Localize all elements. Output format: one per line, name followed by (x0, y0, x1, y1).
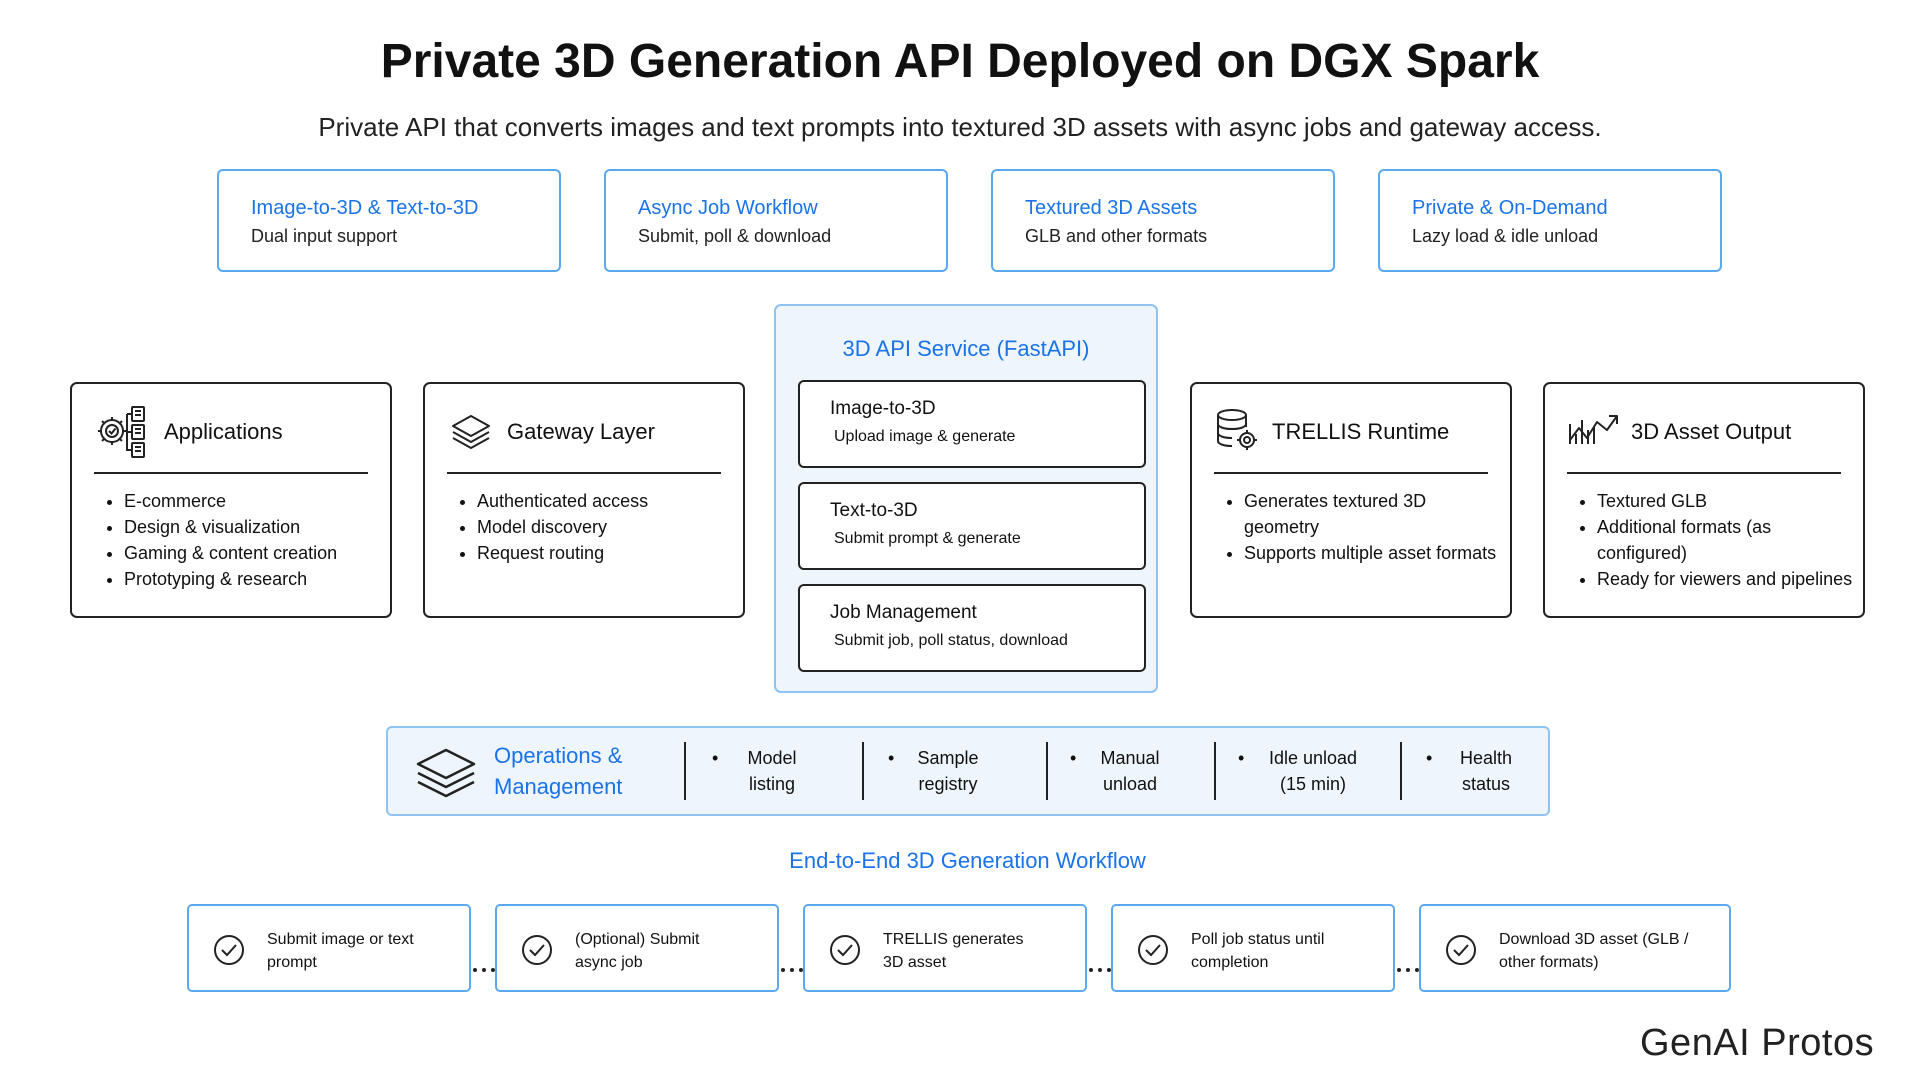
workflow-step: (Optional) Submit async job (495, 904, 779, 992)
settings-documents-icon (94, 401, 152, 464)
bullet-list: Textured GLB Additional formats (as conf… (1571, 488, 1887, 592)
service-box-title: Image-to-3D (830, 398, 936, 419)
workflow-step: Poll job status until completion (1111, 904, 1395, 992)
card-header: TRELLIS Runtime (1214, 402, 1449, 462)
genai-protos-logo: GenAI Protos (1640, 1022, 1875, 1064)
card-title: Applications (164, 419, 283, 444)
divider (94, 472, 368, 474)
feature-card: Textured 3D Assets GLB and other formats (991, 169, 1335, 272)
workflow-step: Download 3D asset (GLB / other formats) (1419, 904, 1731, 992)
page-title: Private 3D Generation API Deployed on DG… (380, 35, 1540, 88)
workflow-step: TRELLIS generates 3D asset (803, 904, 1087, 992)
feature-desc: Lazy load & idle unload (1412, 226, 1599, 246)
step-label: Poll job status until completion (1191, 931, 1325, 971)
connector (473, 968, 495, 974)
divider (1214, 472, 1488, 474)
divider (447, 472, 721, 474)
list-item: Ready for viewers and pipelines (1597, 566, 1887, 592)
layers-icon (447, 406, 495, 459)
page-subtitle: Private API that converts images and tex… (318, 112, 1602, 142)
service-title: 3D API Service (FastAPI) (842, 336, 1090, 361)
service-box-title: Job Management (830, 602, 977, 623)
divider (1214, 742, 1216, 800)
operations-item: • Manual unload (1070, 748, 1160, 794)
check-circle-icon (521, 934, 553, 971)
operations-item: • Idle unload (15 min) (1238, 748, 1358, 794)
check-circle-icon (1445, 934, 1477, 971)
list-item: Design & visualization (124, 514, 337, 540)
operations-panel: Operations & Management • Model listing … (386, 726, 1550, 816)
list-item: Gaming & content creation (124, 540, 337, 566)
bullet-list: E-commerce Design & visualization Gaming… (98, 488, 337, 592)
feature-card: Async Job Workflow Submit, poll & downlo… (604, 169, 948, 272)
divider (862, 742, 864, 800)
list-item: Request routing (477, 540, 648, 566)
card-header: Gateway Layer (447, 402, 655, 462)
feature-desc: Submit, poll & download (638, 226, 832, 246)
step-label: (Optional) Submit async job (575, 931, 700, 971)
list-item: Textured GLB (1597, 488, 1887, 514)
card-title: Gateway Layer (507, 419, 655, 444)
list-item: Authenticated access (477, 488, 648, 514)
applications-card: Applications E-commerce Design & visuali… (70, 382, 392, 618)
operations-item: • Sample registry (888, 748, 979, 794)
step-label: Download 3D asset (GLB / other formats) (1499, 931, 1689, 971)
operations-item: • Health status (1426, 748, 1513, 794)
workflow-step: Submit image or text prompt (187, 904, 471, 992)
card-title: 3D Asset Output (1631, 419, 1792, 444)
service-box-desc: Submit prompt & generate (834, 530, 1021, 547)
workflow-title: End-to-End 3D Generation Workflow (789, 848, 1146, 873)
layers-icon (414, 746, 478, 807)
list-item: Prototyping & research (124, 566, 337, 592)
list-item: Generates textured 3D geometry (1244, 488, 1454, 540)
service-box-desc: Upload image & generate (834, 428, 1016, 445)
feature-title: Image-to-3D & Text-to-3D (251, 197, 479, 219)
feature-title: Private & On-Demand (1412, 197, 1608, 219)
bullet-list: Generates textured 3D geometry Supports … (1218, 488, 1534, 566)
connector (1397, 968, 1419, 974)
feature-card: Image-to-3D & Text-to-3D Dual input supp… (217, 169, 561, 272)
list-item: Model discovery (477, 514, 648, 540)
feature-card: Private & On-Demand Lazy load & idle unl… (1378, 169, 1722, 272)
connector (781, 968, 803, 974)
card-header: Applications (94, 402, 283, 462)
divider (684, 742, 686, 800)
connector (1089, 968, 1111, 974)
divider (1046, 742, 1048, 800)
check-circle-icon (1137, 934, 1169, 971)
service-box-text-to-3d: Text-to-3D Submit prompt & generate (798, 482, 1146, 570)
service-box-job-management: Job Management Submit job, poll status, … (798, 584, 1146, 672)
operations-title: Operations & Management (494, 743, 623, 799)
divider (1400, 742, 1402, 800)
trend-chart-icon (1567, 410, 1619, 455)
gateway-card: Gateway Layer Authenticated access Model… (423, 382, 745, 618)
service-box-image-to-3d: Image-to-3D Upload image & generate (798, 380, 1146, 468)
divider (1567, 472, 1841, 474)
list-item: E-commerce (124, 488, 337, 514)
asset-output-card: 3D Asset Output Textured GLB Additional … (1543, 382, 1865, 618)
check-circle-icon (213, 934, 245, 971)
list-item: Additional formats (as configured) (1597, 514, 1787, 566)
step-label: Submit image or text prompt (267, 931, 414, 971)
database-gear-icon (1214, 407, 1260, 458)
list-item: Supports multiple asset formats (1244, 540, 1534, 566)
bullet-list: Authenticated access Model discovery Req… (451, 488, 648, 566)
card-title: TRELLIS Runtime (1272, 419, 1450, 444)
trellis-card: TRELLIS Runtime Generates textured 3D ge… (1190, 382, 1512, 618)
service-box-desc: Submit job, poll status, download (834, 632, 1068, 649)
check-circle-icon (829, 934, 861, 971)
feature-desc: Dual input support (251, 226, 398, 246)
operations-item: • Model listing (712, 748, 797, 794)
card-header: 3D Asset Output (1567, 402, 1791, 462)
feature-title: Async Job Workflow (638, 197, 818, 219)
service-box-title: Text-to-3D (830, 500, 918, 521)
feature-title: Textured 3D Assets (1025, 197, 1198, 219)
api-service-panel: 3D API Service (FastAPI) Image-to-3D Upl… (774, 304, 1158, 693)
feature-desc: GLB and other formats (1025, 226, 1208, 246)
step-label: TRELLIS generates 3D asset (883, 931, 1024, 971)
